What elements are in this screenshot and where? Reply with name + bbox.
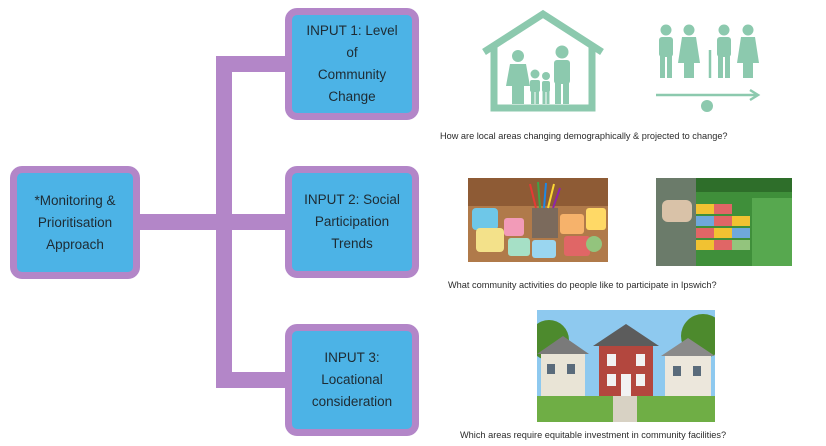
input-3-label: INPUT 3: Locational consideration: [311, 350, 393, 409]
input-1-box: INPUT 1: Level of Community Change: [285, 8, 419, 120]
craft-supplies-photo: [468, 178, 608, 262]
house-family-icon: [482, 9, 604, 112]
input-2-label: INPUT 2: Social Participation Trends: [304, 192, 400, 251]
monitoring-approach-box: *Monitoring & Prioritisation Approach: [10, 166, 140, 279]
generations-timeline-icon: [656, 24, 761, 112]
input-1-label: INPUT 1: Level of Community Change: [306, 23, 398, 104]
input-3-box: INPUT 3: Locational consideration: [285, 324, 419, 436]
building-blocks-photo: [656, 178, 792, 266]
monitoring-approach-label: *Monitoring & Prioritisation Approach: [34, 192, 116, 252]
input-2-caption: What community activities do people like…: [448, 280, 717, 290]
input-3-caption: Which areas require equitable investment…: [460, 430, 727, 440]
input-2-box: INPUT 2: Social Participation Trends: [285, 166, 419, 278]
input-1-caption: How are local areas changing demographic…: [440, 131, 728, 141]
suburban-houses-photo: [537, 310, 715, 422]
